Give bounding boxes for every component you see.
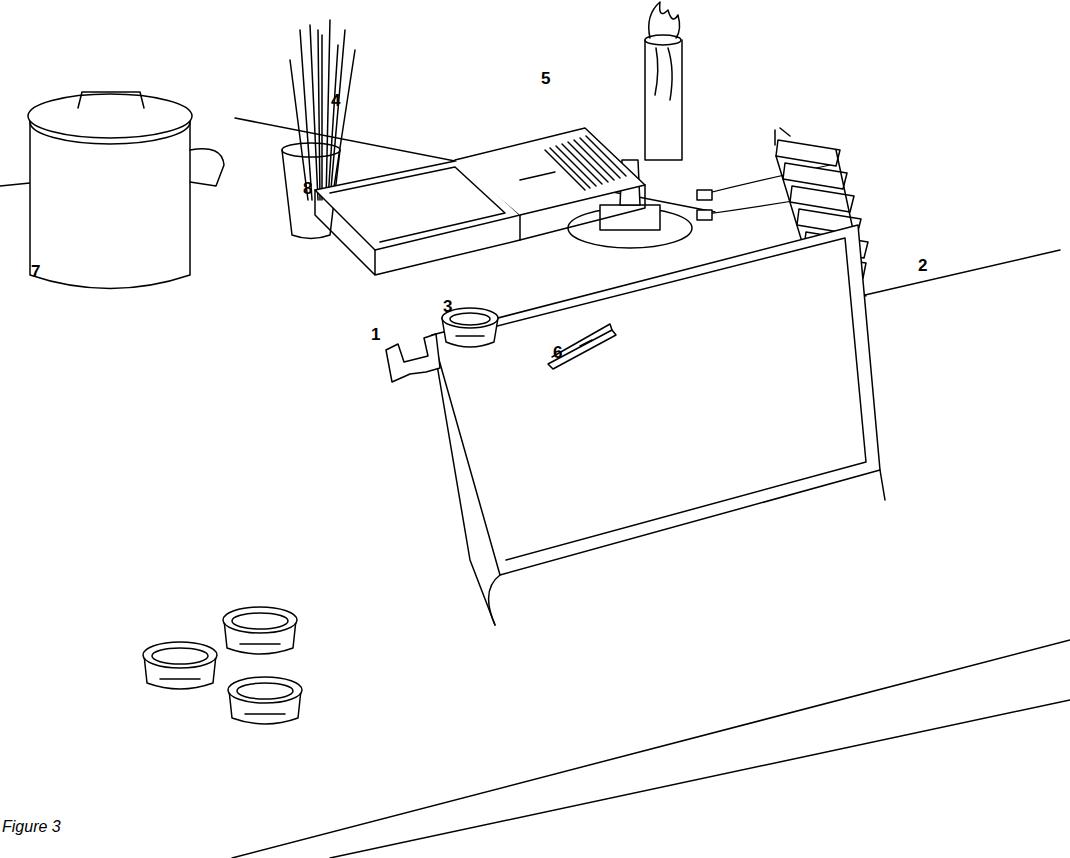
callout-number: 7: [31, 263, 40, 280]
figure-caption: Figure 3: [2, 818, 61, 836]
pot: [28, 92, 224, 289]
dishes: [143, 607, 302, 724]
bench-edge: [232, 640, 1070, 858]
callout-number: 1: [371, 326, 380, 343]
callout-number: 3: [443, 298, 452, 315]
bench: [0, 118, 1070, 858]
slide-box: [315, 128, 645, 275]
bench-edge: [865, 250, 1060, 295]
bench-edge: [0, 183, 30, 186]
bench-edge: [330, 700, 1070, 858]
wire-holder: [386, 334, 440, 382]
callout-number: 4: [331, 92, 340, 109]
callout-number: 5: [541, 70, 550, 87]
callout-number: 2: [918, 257, 927, 274]
bunsen-burner: [554, 2, 830, 248]
callout-number: 6: [553, 344, 562, 361]
callout-number: 8: [303, 180, 312, 197]
tray: [432, 225, 885, 625]
tweezers: [548, 324, 616, 369]
